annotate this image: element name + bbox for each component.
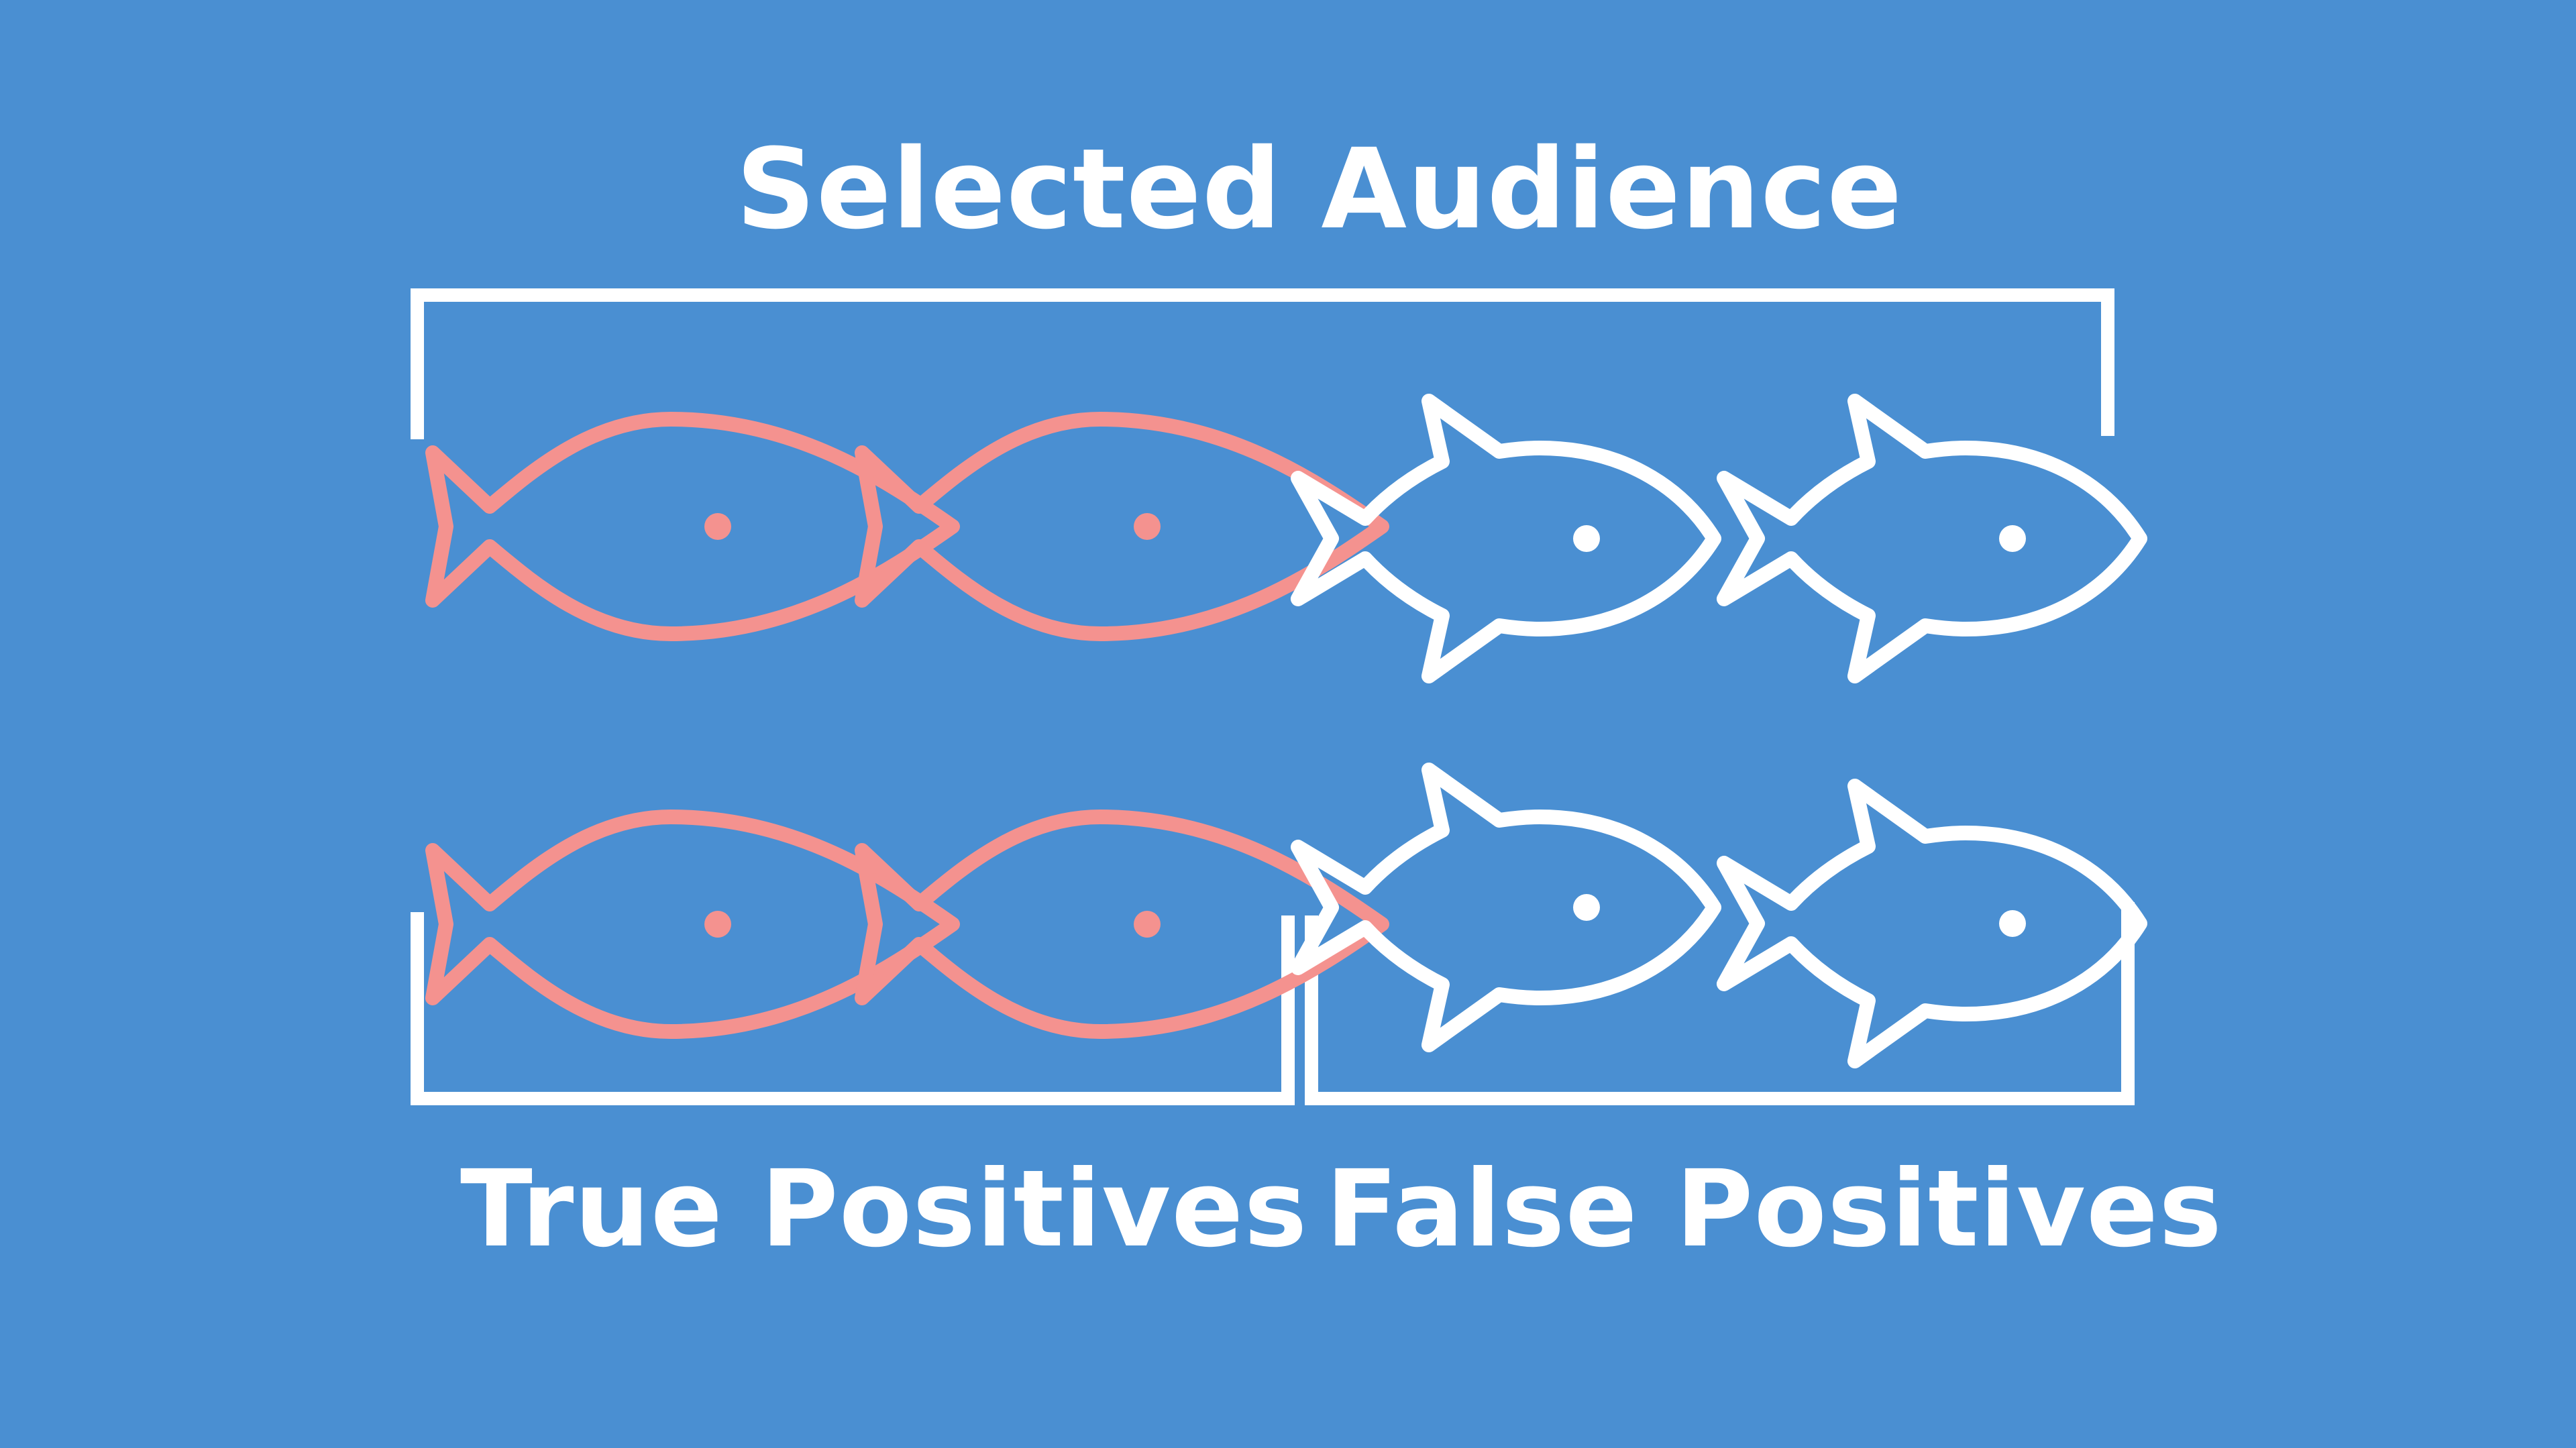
diagram-title: Selected Audience	[736, 125, 1903, 254]
false-positive-fish-icon	[1724, 786, 2140, 1061]
false-positive-fish-icon	[1724, 401, 2140, 676]
selected-audience-bracket	[411, 288, 2114, 439]
true-positives-label: True Positives	[460, 1148, 1308, 1271]
true-positives-bracket	[411, 912, 1295, 1105]
false-positives-bracket	[1305, 902, 2135, 1105]
false-positives-label: False Positives	[1326, 1148, 2223, 1271]
